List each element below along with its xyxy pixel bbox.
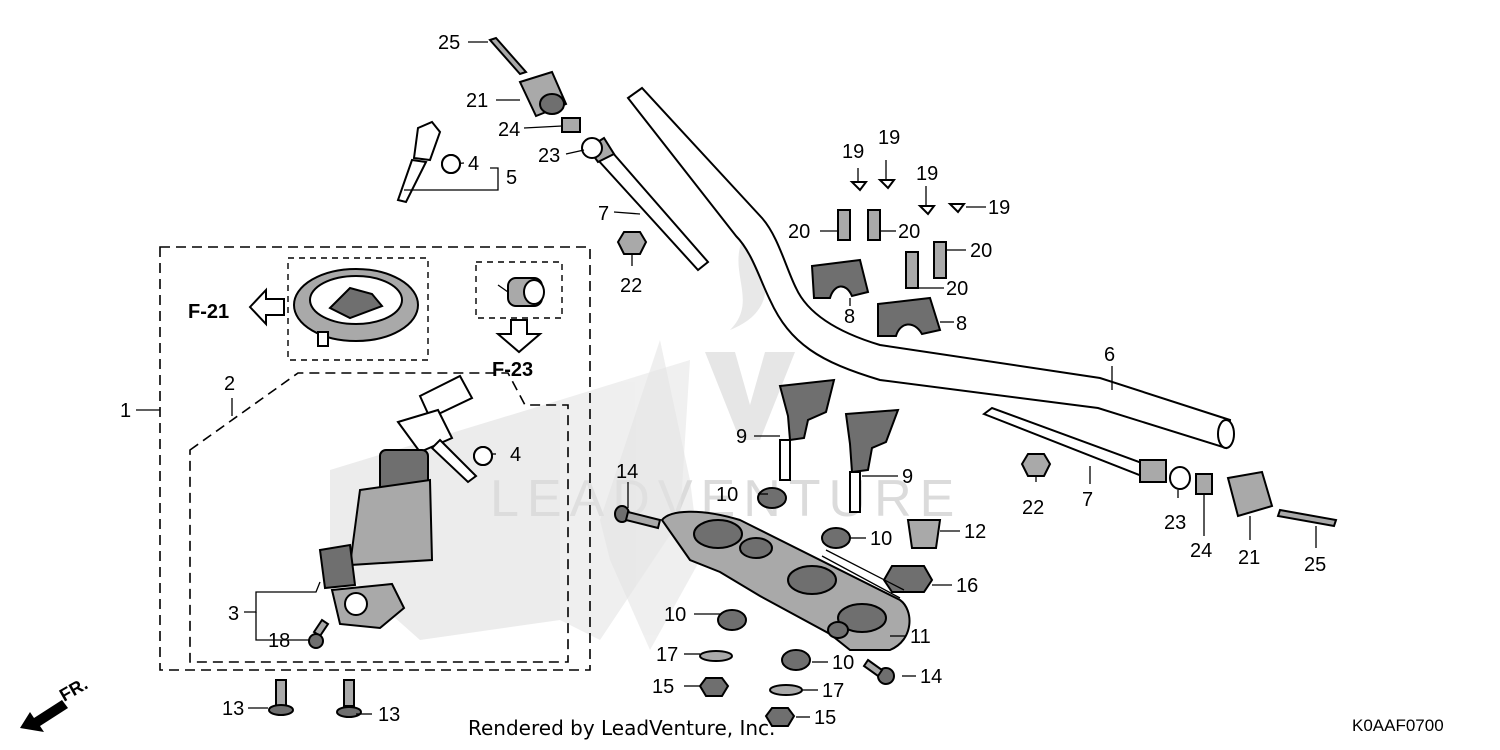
callout-19: 19 [878, 127, 900, 149]
callout-2: 2 [224, 373, 235, 395]
callout-9: 9 [902, 466, 913, 488]
seat-lock-box [475, 261, 563, 319]
callout-4: 4 [510, 444, 521, 466]
f23-arrow-icon [495, 319, 543, 354]
handlebar-right-end [981, 406, 1167, 483]
rubber-10b [821, 527, 851, 549]
callout-13: 13 [378, 704, 400, 726]
rubber-10c [717, 609, 747, 631]
callout-10: 10 [870, 528, 892, 550]
fuel-cap-box [287, 257, 429, 361]
callout-24: 24 [498, 119, 520, 141]
callout-20: 20 [970, 240, 992, 262]
callout-8: 8 [956, 313, 967, 335]
seat-lock-cylinder [497, 277, 545, 307]
callout-19: 19 [916, 163, 938, 185]
diagram-code: K0AAF0700 [1352, 716, 1444, 735]
callout-20: 20 [788, 221, 810, 243]
callout-12: 12 [964, 521, 986, 543]
callout-14: 14 [920, 666, 942, 688]
nut-22a [616, 231, 648, 255]
callout-19: 19 [842, 141, 864, 163]
rubber-10d [781, 649, 811, 671]
footer-credit: Rendered by LeadVenture, Inc. [468, 716, 776, 740]
callout-10: 10 [716, 484, 738, 506]
callout-7: 7 [1082, 489, 1093, 511]
assembly-2-outline [189, 372, 569, 663]
stem-nut-16 [882, 565, 934, 593]
nut-22b [1020, 453, 1052, 477]
callout-21: 21 [1238, 547, 1260, 569]
f21-arrow-icon [248, 287, 285, 327]
callouts: 25 21 24 23 7 22 4 5 19 19 19 19 20 20 2… [120, 32, 1326, 729]
ignition-switch [318, 374, 493, 630]
callout-22: 22 [1022, 497, 1044, 519]
callout-11: 11 [910, 626, 931, 648]
washer-17b [769, 684, 803, 696]
assembly-1-outline [159, 246, 591, 671]
callout-15: 15 [652, 676, 674, 698]
callout-17: 17 [822, 680, 844, 702]
callout-9: 9 [736, 426, 747, 448]
washer-17a [699, 650, 733, 662]
nut-15b [764, 707, 796, 727]
callout-15: 15 [814, 707, 836, 729]
front-direction-arrow: FR. [20, 674, 91, 732]
bolt-13b [336, 679, 362, 718]
callout-20: 20 [946, 278, 968, 300]
bushing-12 [906, 519, 942, 549]
lower-holder-9b [844, 408, 900, 513]
lower-holder-9a [778, 378, 836, 481]
callout-25: 25 [1304, 554, 1326, 576]
callout-22: 22 [620, 275, 642, 297]
bolt-13a [268, 679, 294, 716]
leader-lines [136, 41, 1317, 718]
nut-15a [698, 677, 730, 697]
bolt-14b [862, 658, 895, 685]
callout-1: 1 [120, 400, 131, 422]
callout-20: 20 [898, 221, 920, 243]
callout-13: 13 [222, 698, 244, 720]
callout-17: 17 [656, 644, 678, 666]
bolt-18 [308, 618, 330, 649]
callout-18: 18 [268, 630, 290, 652]
callout-14: 14 [616, 461, 638, 483]
o-ring-4a [441, 154, 461, 174]
callout-5: 5 [506, 167, 517, 189]
callout-24: 24 [1190, 540, 1212, 562]
holder-upper-8b [877, 296, 942, 337]
fuel-cap [293, 268, 419, 347]
callout-10: 10 [832, 652, 854, 674]
rubber-10a [757, 487, 787, 509]
o-ring-4b [473, 446, 493, 466]
callout-16: 16 [956, 575, 978, 597]
callout-3: 3 [228, 603, 239, 625]
washers-19 [849, 179, 966, 216]
holder-upper-8a [810, 258, 870, 299]
callout-8: 8 [844, 306, 855, 328]
callout-21: 21 [466, 90, 488, 112]
ref-f21: F-21 [188, 301, 229, 323]
ref-f23: F-23 [492, 359, 533, 381]
bar-end-weight-left [488, 36, 603, 159]
callout-6: 6 [1104, 344, 1115, 366]
bar-end-weight-right [1169, 466, 1338, 528]
handlebar-main [626, 86, 1235, 450]
callout-10: 10 [664, 604, 686, 626]
callout-4: 4 [468, 153, 479, 175]
top-bridge [660, 510, 911, 651]
callout-23: 23 [538, 145, 560, 167]
callout-23: 23 [1164, 512, 1186, 534]
callout-7: 7 [598, 203, 609, 225]
callout-25: 25 [438, 32, 460, 54]
bolt-14a [614, 505, 662, 530]
callout-19: 19 [988, 197, 1010, 219]
